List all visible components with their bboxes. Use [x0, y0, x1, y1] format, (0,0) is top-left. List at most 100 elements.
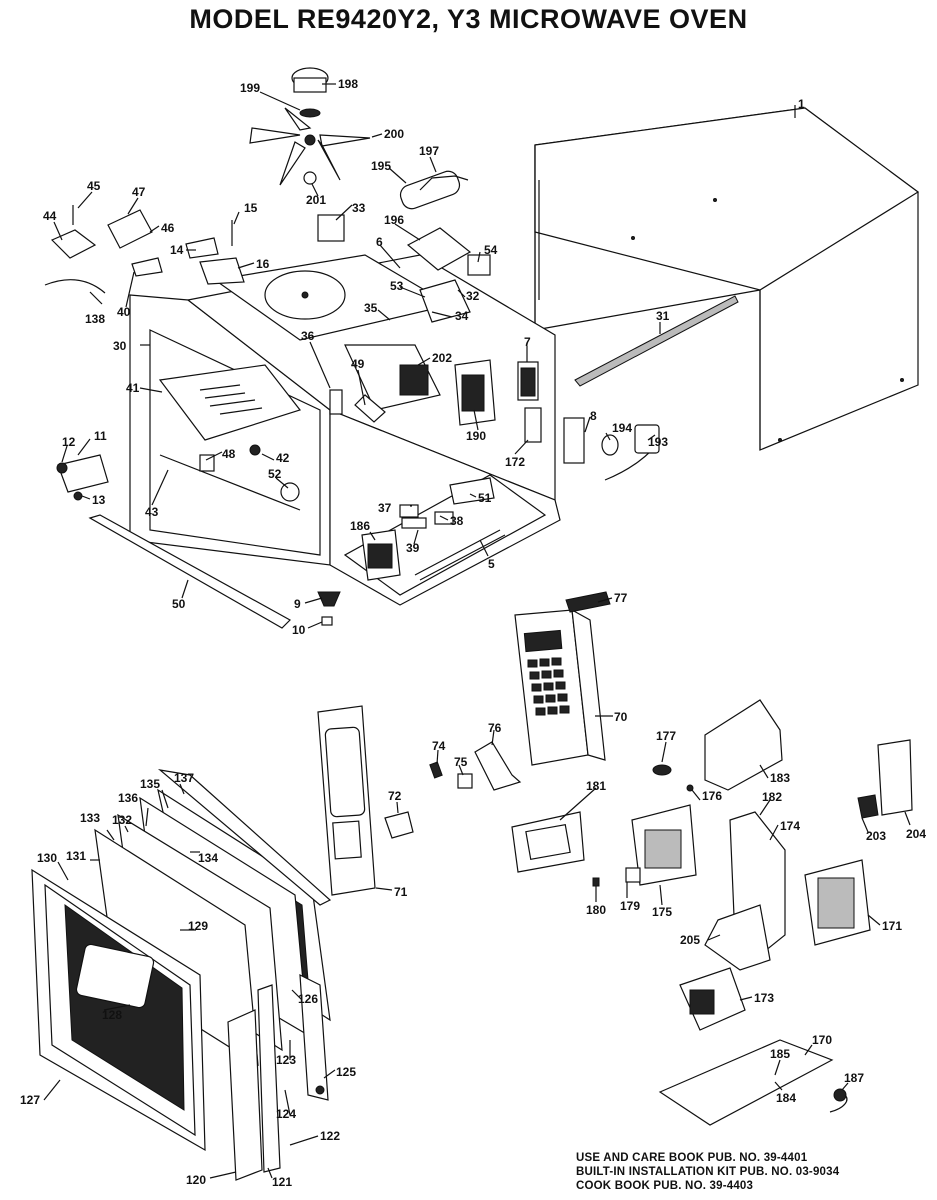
label-part-38: 38 — [450, 514, 464, 528]
label-part-196: 196 — [384, 213, 404, 227]
label-part-198: 198 — [338, 77, 358, 91]
label-part-72: 72 — [388, 789, 402, 803]
door-assembly — [31, 769, 332, 1181]
label-part-126: 126 — [298, 992, 318, 1006]
power-cord — [601, 424, 661, 481]
plate-196 — [406, 227, 472, 271]
label-part-121: 121 — [272, 1175, 292, 1189]
label-part-9: 9 — [294, 597, 301, 611]
label-part-183: 183 — [770, 771, 790, 785]
label-part-133: 133 — [80, 811, 100, 825]
label-part-197: 197 — [419, 144, 439, 158]
label-part-177: 177 — [656, 729, 676, 743]
label-part-120: 120 — [186, 1173, 206, 1187]
label-part-5: 5 — [488, 557, 495, 571]
label-part-187: 187 — [844, 1071, 864, 1085]
label-part-205: 205 — [680, 933, 700, 947]
label-part-49: 49 — [351, 357, 365, 371]
label-part-43: 43 — [145, 505, 159, 519]
label-part-41: 41 — [126, 381, 140, 395]
label-part-204: 204 — [906, 827, 926, 841]
label-part-200: 200 — [384, 127, 404, 141]
label-part-128: 128 — [102, 1008, 122, 1022]
label-part-201: 201 — [306, 193, 326, 207]
label-part-42: 42 — [276, 451, 290, 465]
label-part-137: 137 — [174, 771, 194, 785]
label-part-10: 10 — [292, 623, 306, 637]
label-part-123: 123 — [276, 1053, 296, 1067]
label-part-6: 6 — [376, 235, 383, 249]
label-part-130: 130 — [37, 851, 57, 865]
label-part-39: 39 — [406, 541, 420, 555]
foot-9 — [317, 591, 341, 607]
label-part-174: 174 — [780, 819, 800, 833]
label-part-190: 190 — [466, 429, 486, 443]
label-part-132: 132 — [112, 813, 132, 827]
label-part-52: 52 — [268, 467, 282, 481]
label-part-40: 40 — [117, 305, 131, 319]
label-part-131: 131 — [66, 849, 86, 863]
label-part-7: 7 — [524, 335, 531, 349]
label-part-45: 45 — [87, 179, 101, 193]
label-part-74: 74 — [432, 739, 446, 753]
label-part-122: 122 — [320, 1129, 340, 1143]
label-part-47: 47 — [132, 185, 146, 199]
door-panel-71 — [317, 705, 376, 896]
pub-cook-book: COOK BOOK PUB. NO. 39-4403 — [576, 1180, 754, 1192]
label-part-77: 77 — [614, 591, 628, 605]
label-part-172: 172 — [505, 455, 525, 469]
label-part-136: 136 — [118, 791, 138, 805]
label-part-76: 76 — [488, 721, 502, 735]
fan-assembly — [249, 67, 371, 186]
label-part-135: 135 — [140, 777, 160, 791]
label-part-46: 46 — [161, 221, 175, 235]
label-part-170: 170 — [812, 1033, 832, 1047]
label-part-124: 124 — [276, 1107, 296, 1121]
label-part-54: 54 — [484, 243, 498, 257]
outer-cabinet — [534, 107, 920, 451]
label-part-75: 75 — [454, 755, 468, 769]
label-part-138: 138 — [85, 312, 105, 326]
label-part-14: 14 — [170, 243, 184, 257]
label-part-1: 1 — [798, 97, 805, 111]
label-part-31: 31 — [656, 309, 670, 323]
label-part-71: 71 — [394, 885, 408, 899]
label-part-195: 195 — [371, 159, 391, 173]
screw-10 — [321, 616, 333, 626]
label-part-37: 37 — [378, 501, 392, 515]
wave-guide-cover — [158, 364, 302, 441]
label-part-180: 180 — [586, 903, 606, 917]
label-part-134: 134 — [198, 851, 218, 865]
diagram-title: MODEL RE9420Y2, Y3 MICROWAVE OVEN — [189, 4, 748, 34]
electrical-components — [511, 699, 913, 1126]
leader-lines — [43, 83, 911, 1179]
label-part-179: 179 — [620, 899, 640, 913]
publication-notes: USE AND CARE BOOK PUB. NO. 39-4401 BUILT… — [576, 1151, 839, 1193]
label-part-12: 12 — [62, 435, 76, 449]
label-part-70: 70 — [614, 710, 628, 724]
pub-installation-kit: BUILT-IN INSTALLATION KIT PUB. NO. 03-90… — [576, 1166, 840, 1178]
label-part-127: 127 — [20, 1093, 40, 1107]
label-part-36: 36 — [301, 329, 315, 343]
oven-cavity — [129, 254, 561, 606]
label-part-129: 129 — [188, 919, 208, 933]
label-part-48: 48 — [222, 447, 236, 461]
label-part-34: 34 — [455, 309, 469, 323]
label-part-202: 202 — [432, 351, 452, 365]
label-part-53: 53 — [390, 279, 404, 293]
control-panel — [514, 591, 611, 766]
part-labels: 1 199 198 200 201 195 197 33 196 6 54 53… — [20, 77, 926, 1189]
label-part-16: 16 — [256, 257, 270, 271]
label-part-33: 33 — [352, 201, 366, 215]
label-part-30: 30 — [113, 339, 127, 353]
label-part-8: 8 — [590, 409, 597, 423]
label-part-173: 173 — [754, 991, 774, 1005]
cavity-components — [317, 214, 585, 581]
label-part-176: 176 — [702, 789, 722, 803]
base-strip-50 — [88, 514, 291, 629]
label-part-175: 175 — [652, 905, 672, 919]
label-part-182: 182 — [762, 790, 782, 804]
label-part-171: 171 — [882, 919, 902, 933]
label-part-181: 181 — [586, 779, 606, 793]
rail-31 — [574, 295, 739, 387]
